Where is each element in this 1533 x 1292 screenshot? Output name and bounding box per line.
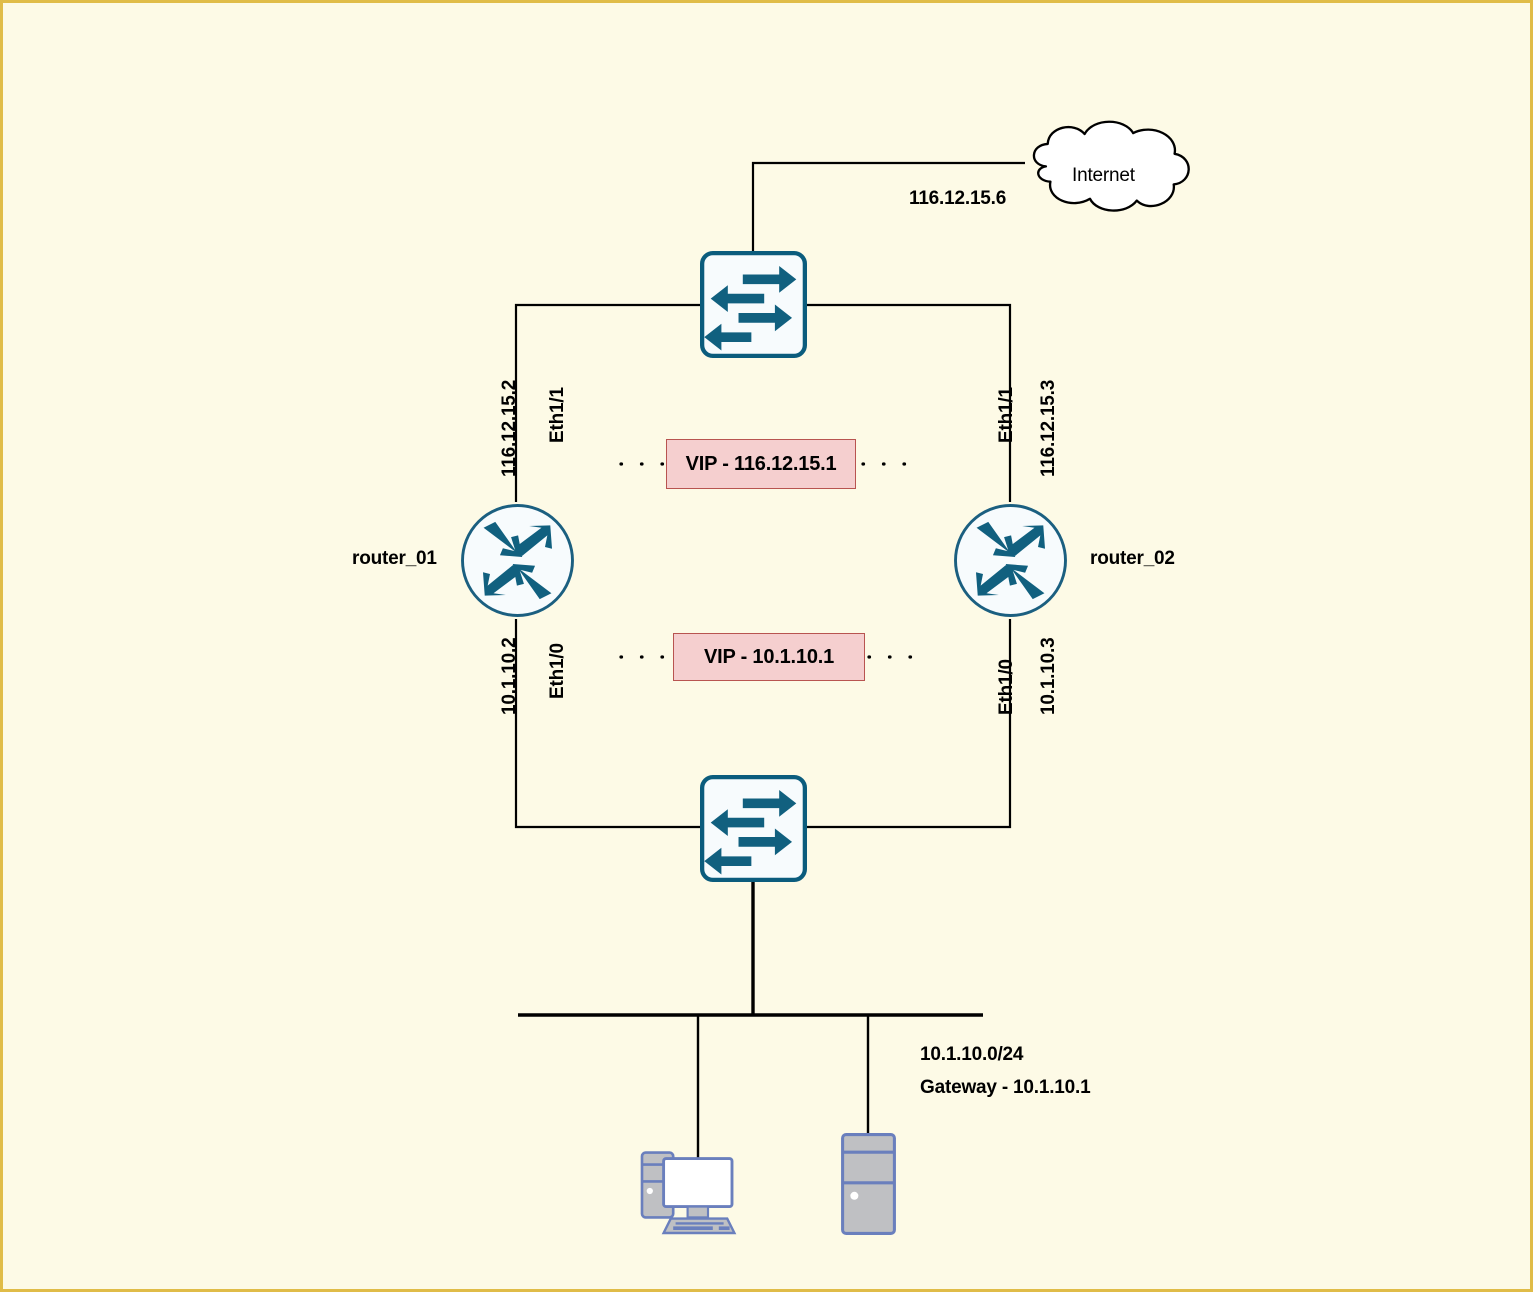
iface-ip-router02-wan: 116.12.15.3	[1038, 379, 1059, 477]
iface-ip-router02-lan: 10.1.10.3	[1038, 637, 1059, 715]
vip-badge-lan: VIP - 10.1.10.1	[673, 633, 865, 681]
cloud-label: Internet	[1072, 165, 1135, 186]
lan-subnet-label: 10.1.10.0/24	[920, 1044, 1024, 1065]
vip-badge-wan: VIP - 116.12.15.1	[666, 439, 856, 489]
iface-name-router02-wan: Eth1/1	[996, 387, 1017, 443]
router-icon[interactable]	[461, 504, 574, 617]
lan-gateway-label: Gateway - 10.1.10.1	[920, 1077, 1091, 1098]
router-icon[interactable]	[954, 504, 1067, 617]
network-diagram	[461, 120, 1190, 1236]
link-router01-bottomswitch	[514, 619, 700, 829]
iface-name-router01-wan: Eth1/1	[547, 387, 568, 443]
iface-ip-router01-lan: 10.1.10.2	[499, 637, 520, 715]
iface-name-router02-lan: Eth1/0	[996, 659, 1017, 715]
link-router02-bottomswitch	[806, 619, 1012, 829]
iface-name-router01-lan: Eth1/0	[547, 643, 568, 699]
router-label-router_01: router_01	[352, 548, 437, 569]
internet-ip-label: 116.12.15.6	[909, 188, 1007, 209]
router-label-router_02: router_02	[1090, 548, 1175, 569]
vip-dotted-connectors	[619, 462, 920, 659]
switch-icon[interactable]	[702, 253, 805, 356]
link-switch-to-internet	[751, 161, 1025, 251]
desktop-pc-icon[interactable]	[640, 1150, 737, 1235]
switch-icon[interactable]	[702, 777, 805, 880]
connection-lines	[514, 161, 1025, 1158]
iface-ip-router01-wan: 116.12.15.2	[499, 379, 520, 477]
link-topswitch-router02	[806, 303, 1012, 502]
server-tower-icon[interactable]	[841, 1132, 896, 1236]
link-topswitch-router01	[514, 303, 700, 502]
